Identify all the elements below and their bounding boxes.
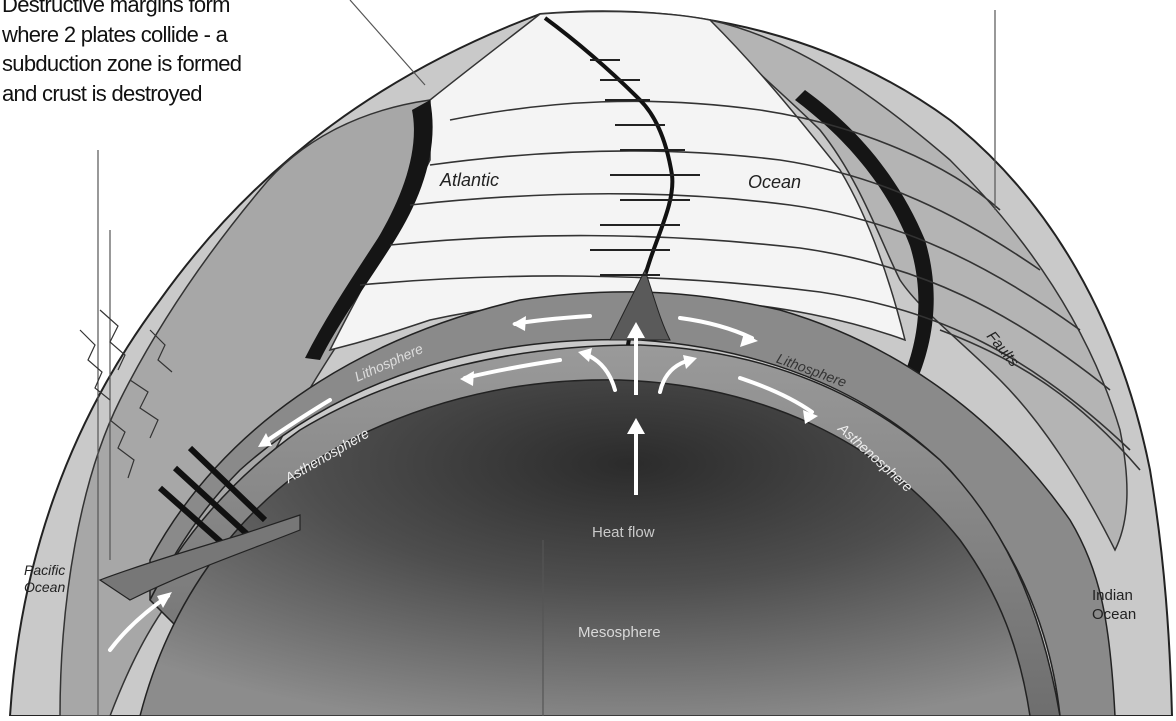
label-mesosphere: Mesosphere xyxy=(578,624,661,641)
label-indian-ocean: Indian Ocean xyxy=(1092,586,1136,624)
caption-line: and crust is destroyed xyxy=(2,79,332,109)
label-pacific-ocean: Pacific Ocean xyxy=(24,562,65,596)
label-indian-line: Indian xyxy=(1092,586,1136,605)
caption-text: Destructive margins form where 2 plates … xyxy=(2,0,332,108)
caption-line: subduction zone is formed xyxy=(2,49,332,79)
label-indian-line: Ocean xyxy=(1092,605,1136,624)
caption-line: where 2 plates collide - a xyxy=(2,20,332,50)
label-ocean: Ocean xyxy=(748,172,801,193)
label-heat-flow: Heat flow xyxy=(592,524,655,541)
label-pacific-line: Ocean xyxy=(24,579,65,596)
label-pacific-line: Pacific xyxy=(24,562,65,579)
caption-line: Destructive margins form xyxy=(2,0,332,20)
label-atlantic: Atlantic xyxy=(440,170,499,191)
